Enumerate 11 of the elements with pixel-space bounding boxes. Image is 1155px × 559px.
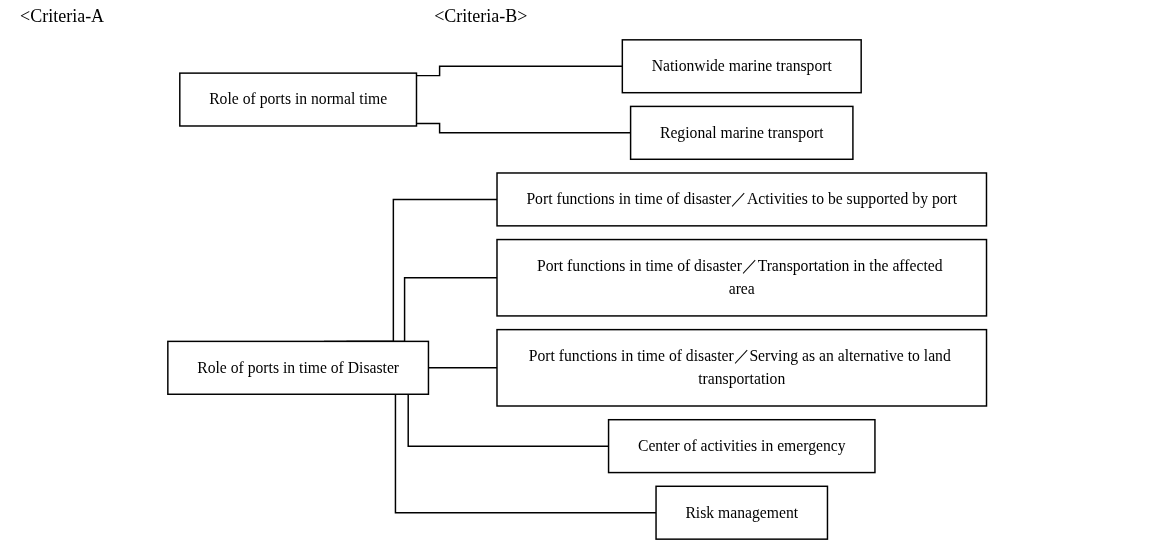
node-box: Risk management bbox=[655, 485, 829, 540]
node-box: Port functions in time of disaster／Activities to be supported by port bbox=[496, 172, 988, 227]
node-box: Port functions in time of disaster／Transportation in the affected area bbox=[496, 238, 988, 317]
node-box: Regional marine transport bbox=[630, 105, 854, 160]
node-box: Nationwide marine transport bbox=[621, 39, 863, 94]
column-heading: <Criteria-A bbox=[20, 6, 105, 28]
node-box: Role of ports in normal time bbox=[179, 72, 418, 127]
column-heading: <Criteria-B> bbox=[434, 6, 528, 28]
node-box: Port functions in time of disaster／Serving as an alternative to land transportation bbox=[496, 328, 988, 407]
node-box: Role of ports in time of Disaster bbox=[167, 340, 430, 395]
node-box: Center of activities in emergency bbox=[608, 418, 876, 474]
